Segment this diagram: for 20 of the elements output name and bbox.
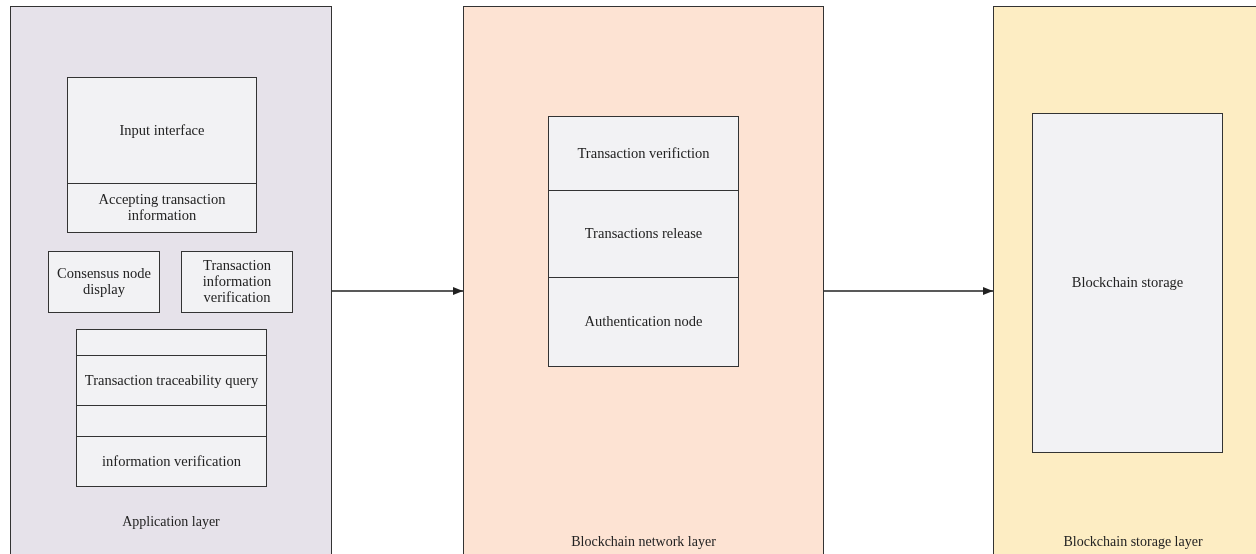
component-box: Consensus node display: [48, 251, 160, 313]
layer-panel: [463, 6, 824, 554]
layer-title: Application layer: [121, 513, 221, 531]
component-box: information verification: [76, 436, 267, 487]
layer-panel: [993, 6, 1256, 554]
component-box: Transaction verifiction: [548, 116, 739, 191]
component-box: Transaction information verification: [181, 251, 293, 313]
arrow: [331, 287, 464, 295]
empty-box: [76, 329, 267, 356]
arrow: [823, 287, 994, 295]
component-box: Accepting transaction information: [67, 183, 257, 233]
layer-title: Blockchain storage layer: [1062, 533, 1204, 551]
component-box: Authentication node: [548, 277, 739, 367]
component-box: Blockchain storage: [1032, 113, 1223, 453]
component-box: Input interface: [67, 77, 257, 184]
empty-box: [76, 405, 267, 437]
layer-panel: [10, 6, 332, 554]
component-box: Transactions release: [548, 190, 739, 278]
layer-title: Blockchain network layer: [570, 533, 717, 551]
component-box: Transaction traceability query: [76, 355, 267, 406]
